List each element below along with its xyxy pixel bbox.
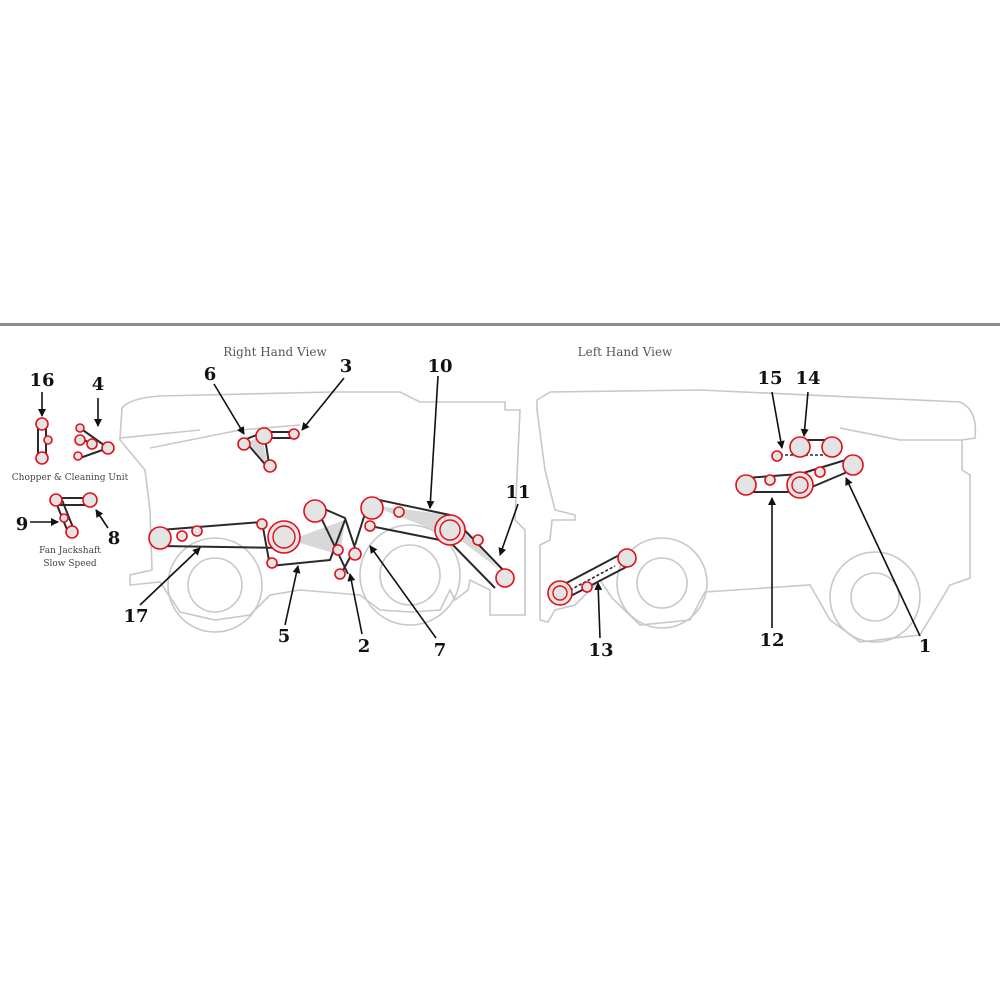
- callout-10: 10: [427, 356, 452, 377]
- callout-7: 7: [434, 640, 447, 661]
- callout-8: 8: [108, 528, 121, 549]
- callout-16: 16: [29, 370, 54, 391]
- right-view-title: Right Hand View: [223, 345, 327, 359]
- left-front-hub: [636, 557, 688, 609]
- belt-10-11: [354, 496, 515, 589]
- callout-12: 12: [759, 630, 784, 651]
- callout-5: 5: [278, 626, 291, 647]
- belt-17-5: [148, 518, 346, 569]
- left-machine-outline: [536, 389, 977, 643]
- inset-belt-16: [35, 417, 53, 465]
- callout-9: 9: [16, 514, 29, 535]
- callout-11: 11: [505, 482, 530, 503]
- right-front-wheel: [167, 537, 263, 633]
- right-rear-wheel: [359, 524, 461, 626]
- callout-numbers: 16 4 6 3 10 11 9 8 17 5 2 7 13 12 1 15 1…: [16, 356, 932, 661]
- callout-3: 3: [340, 356, 353, 377]
- top-divider: [0, 323, 1000, 326]
- callout-4: 4: [92, 374, 105, 395]
- chopper-caption: Chopper & Cleaning Unit: [12, 473, 129, 483]
- fan-caption-line2: Slow Speed: [43, 559, 97, 569]
- callout-arrows: [30, 375, 921, 639]
- belt-13: [547, 548, 637, 606]
- callout-13: 13: [588, 640, 613, 661]
- right-front-hub: [187, 557, 243, 613]
- belt-7-2: [303, 499, 362, 580]
- left-rear-wheel: [829, 551, 921, 643]
- fan-caption-line1: Fan Jackshaft: [39, 546, 101, 556]
- callout-2: 2: [358, 636, 371, 657]
- belt-6-3: [237, 427, 300, 473]
- inset-belt-9-8: [49, 492, 98, 539]
- callout-6: 6: [204, 364, 217, 385]
- left-view-title: Left Hand View: [578, 345, 673, 359]
- belt-12-1-14-15: [735, 436, 864, 499]
- left-rear-hub: [850, 572, 900, 622]
- callout-15: 15: [757, 368, 782, 389]
- callout-14: 14: [795, 368, 820, 389]
- callout-1: 1: [919, 636, 932, 657]
- inset-belt-4: [73, 423, 115, 461]
- right-machine-outline: [119, 391, 526, 633]
- right-rear-hub: [379, 544, 441, 606]
- left-front-wheel: [616, 537, 708, 629]
- callout-17: 17: [123, 606, 148, 627]
